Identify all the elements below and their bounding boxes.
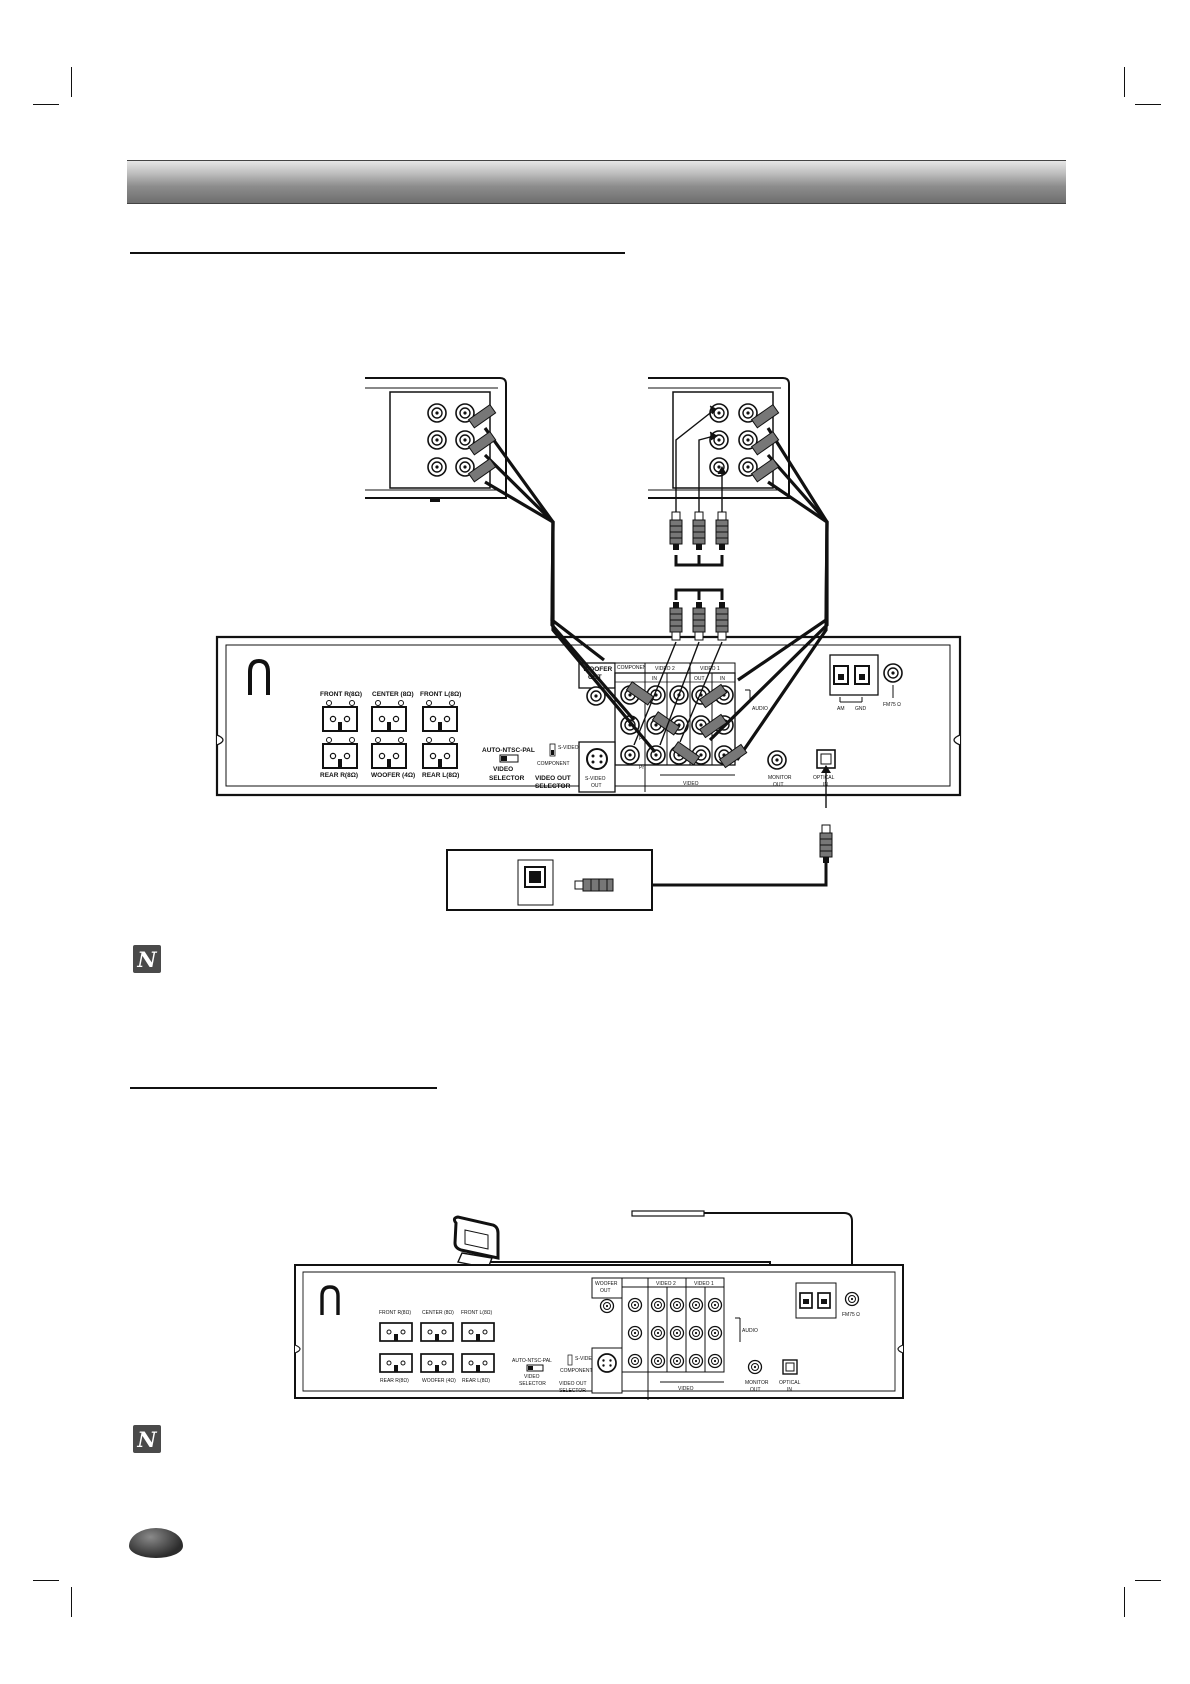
svg-text:AUDIO: AUDIO (752, 706, 768, 712)
svg-text:OUT: OUT (694, 676, 705, 682)
svg-text:S-VIDEO: S-VIDEO (558, 745, 579, 751)
svg-text:VIDEO 2: VIDEO 2 (656, 1281, 676, 1287)
fm-wire-antenna-icon (631, 1210, 853, 1292)
svg-text:GND: GND (855, 706, 867, 712)
svg-text:COMPONENT: COMPONENT (617, 665, 650, 671)
crop-mark (1135, 104, 1161, 105)
left-device (365, 377, 507, 502)
svg-text:OUT: OUT (750, 1387, 761, 1393)
crop-mark (33, 104, 59, 105)
svg-text:VIDEO: VIDEO (678, 1386, 694, 1392)
svg-text:SELECTOR: SELECTOR (535, 783, 571, 790)
svg-text:AUTO-NTSC-PAL: AUTO-NTSC-PAL (512, 1358, 552, 1364)
svg-text:S-VIDEO: S-VIDEO (575, 1356, 596, 1362)
section-rule (130, 252, 625, 254)
note-icon: N (133, 1425, 161, 1453)
antenna-terminals-small: FM75 Ω (795, 1282, 860, 1319)
external-amplifier (446, 849, 653, 911)
crop-mark (71, 1587, 72, 1617)
svg-text:FRONT L(8Ω): FRONT L(8Ω) (461, 1310, 492, 1316)
svg-text:MONITOR: MONITOR (768, 775, 792, 781)
antenna-terminals: AM GND FM75 Ω (829, 654, 903, 712)
svg-text:OUT: OUT (588, 674, 602, 681)
speaker-terminals-small: FRONT R(8Ω) CENTER (8Ω) FRONT L(8Ω) REAR… (379, 1310, 495, 1384)
svg-text:VIDEO: VIDEO (524, 1374, 540, 1380)
page-tab-icon (129, 1528, 183, 1558)
svg-text:REAR L(8Ω): REAR L(8Ω) (422, 772, 459, 779)
svg-text:IN: IN (652, 676, 657, 682)
svg-text:SELECTOR: SELECTOR (489, 775, 525, 782)
svg-text:OUT: OUT (773, 782, 784, 788)
svg-text:VIDEO OUT: VIDEO OUT (559, 1381, 587, 1387)
note-icon: N (133, 945, 161, 973)
right-device (648, 377, 790, 499)
svg-text:FRONT L(8Ω): FRONT L(8Ω) (420, 691, 461, 698)
video-out-selector: S-VIDEO COMPONENT VIDEO OUT SELECTOR (535, 743, 579, 790)
crop-mark (1124, 1587, 1125, 1617)
svg-text:COMPONENT: COMPONENT (537, 761, 570, 767)
crop-mark (1135, 1580, 1161, 1581)
svg-text:SELECTOR: SELECTOR (519, 1381, 546, 1387)
svg-text:AM: AM (837, 706, 845, 712)
svg-text:FM75 Ω: FM75 Ω (842, 1312, 860, 1318)
section-rule (130, 1087, 437, 1089)
svg-text:OPTICAL: OPTICAL (779, 1380, 801, 1386)
svg-text:REAR R(8Ω): REAR R(8Ω) (380, 1378, 409, 1384)
svg-text:SELECTOR: SELECTOR (559, 1388, 586, 1394)
svg-text:COMPONENT: COMPONENT (560, 1368, 593, 1374)
svg-text:OUT: OUT (600, 1288, 611, 1294)
svg-text:MONITOR: MONITOR (745, 1380, 769, 1386)
svg-text:IN: IN (787, 1387, 792, 1393)
svg-text:Pr: Pr (639, 765, 644, 771)
optical-cable (620, 765, 833, 887)
svg-text:S-VIDEO: S-VIDEO (585, 776, 606, 782)
speaker-terminals: FRONT R(8Ω) CENTER (8Ω) FRONT L(8Ω) REAR… (320, 691, 461, 779)
svg-text:FRONT R(8Ω): FRONT R(8Ω) (320, 691, 362, 698)
svg-text:IN: IN (720, 676, 725, 682)
svg-text:WOOFER: WOOFER (595, 1281, 618, 1287)
svg-text:AUDIO: AUDIO (742, 1328, 758, 1334)
crop-mark (71, 67, 72, 97)
svg-text:WOOFER: WOOFER (583, 666, 613, 673)
svg-text:REAR L(8Ω): REAR L(8Ω) (462, 1378, 490, 1384)
header-bar (127, 160, 1066, 204)
video-selector: AUTO-NTSC-PAL VIDEO SELECTOR (482, 747, 535, 782)
svg-text:WOOFER (4Ω): WOOFER (4Ω) (371, 772, 415, 779)
svg-text:VIDEO OUT: VIDEO OUT (535, 775, 571, 782)
svg-text:CENTER (8Ω): CENTER (8Ω) (372, 691, 414, 698)
svg-text:VIDEO: VIDEO (683, 781, 699, 787)
svg-text:VIDEO: VIDEO (493, 766, 513, 773)
crop-mark (33, 1580, 59, 1581)
svg-text:WOOFER (4Ω): WOOFER (4Ω) (422, 1378, 456, 1384)
crop-mark (1124, 67, 1125, 97)
svg-text:CENTER (8Ω): CENTER (8Ω) (422, 1310, 454, 1316)
audio-cables (483, 427, 829, 761)
svg-text:OUT: OUT (591, 783, 602, 789)
svg-text:REAR R(8Ω): REAR R(8Ω) (320, 772, 358, 779)
svg-text:OPTICAL: OPTICAL (813, 775, 835, 781)
svg-text:AUTO-NTSC-PAL: AUTO-NTSC-PAL (482, 747, 535, 754)
video-cables (633, 405, 729, 746)
video-selector-small: AUTO-NTSC-PAL VIDEO SELECTOR S-VIDEO COM… (512, 1354, 596, 1394)
svg-text:FRONT R(8Ω): FRONT R(8Ω) (379, 1310, 411, 1316)
device-plugs (467, 403, 780, 769)
svg-text:VIDEO 1: VIDEO 1 (694, 1281, 714, 1287)
svg-text:FM75 Ω: FM75 Ω (883, 702, 901, 708)
